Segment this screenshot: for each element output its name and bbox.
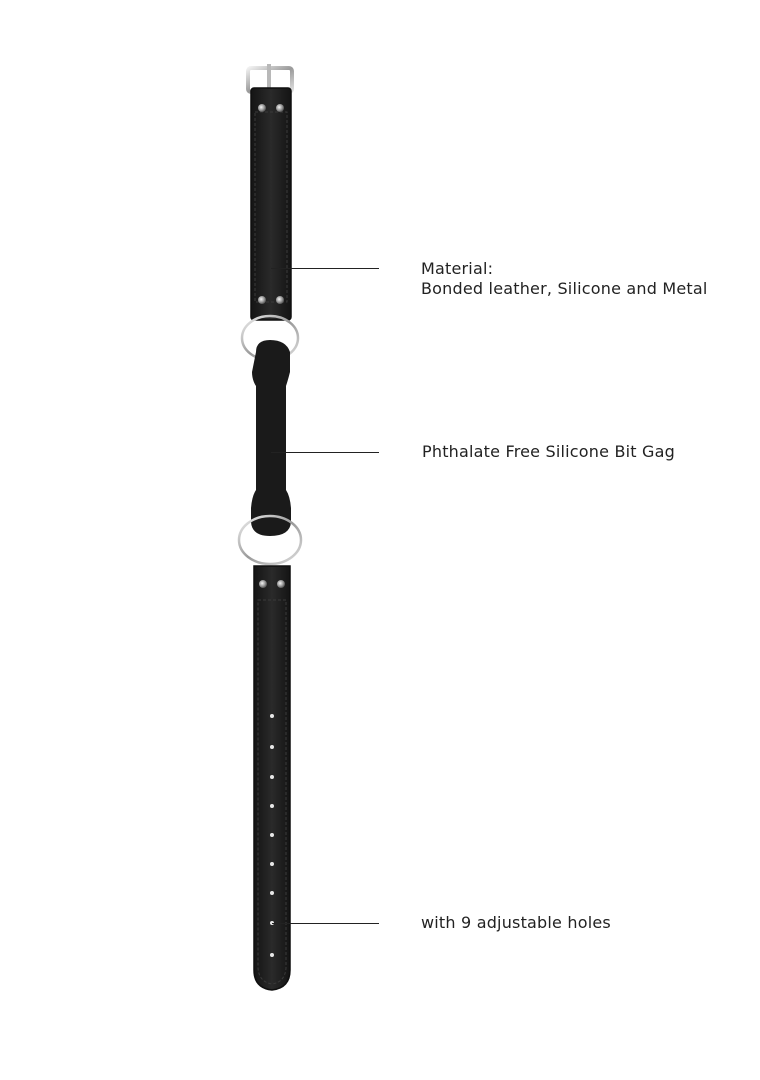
silicone-bit (251, 340, 291, 536)
bottom-strap (253, 565, 291, 991)
material-value: Bonded leather, Silicone and Metal (421, 279, 708, 298)
material-label: Material: Bonded leather, Silicone and M… (421, 259, 708, 299)
top-strap (250, 87, 292, 321)
adjustable-holes-label: with 9 adjustable holes (421, 913, 611, 932)
adjustable-holes (270, 714, 274, 957)
bottom-ring-icon (237, 514, 303, 566)
callout-line-silicone (271, 452, 379, 453)
material-heading: Material: (421, 259, 494, 278)
callout-line-holes (272, 923, 379, 924)
callout-line-material (271, 268, 379, 269)
silicone-bit-label: Phthalate Free Silicone Bit Gag (422, 442, 675, 461)
